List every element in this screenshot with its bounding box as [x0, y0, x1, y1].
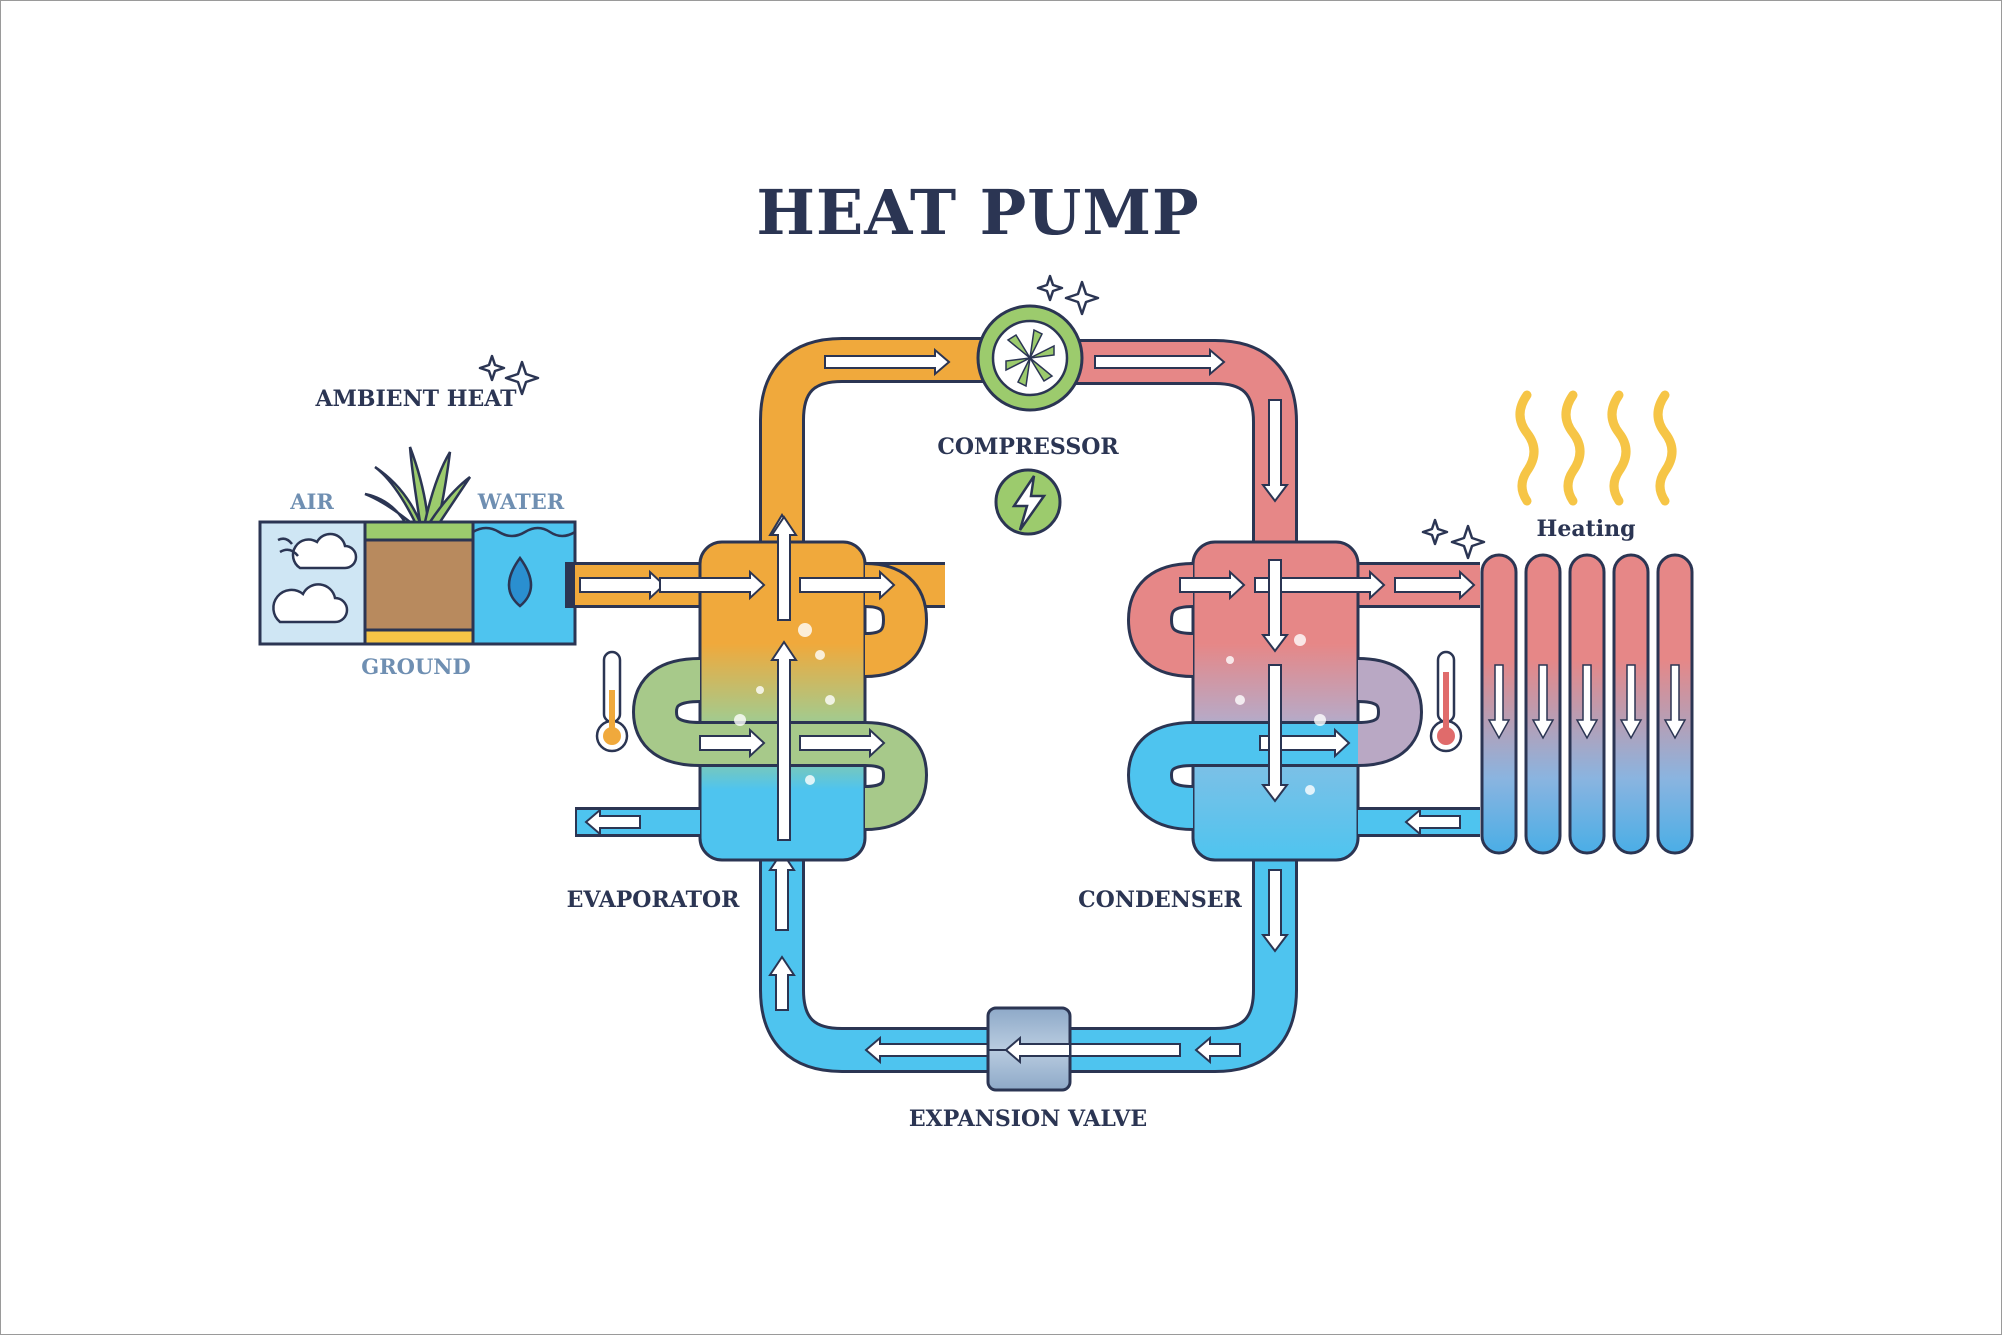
compressor-label: COMPRESSOR: [937, 434, 1119, 460]
heat-source-box: [258, 446, 577, 646]
thermometer-icon: [595, 650, 629, 753]
ambient-heat-label: AMBIENT HEAT: [315, 386, 517, 412]
ground-base: [363, 628, 475, 646]
grass-plant-icon: [364, 446, 472, 524]
cloud-icon: [272, 532, 358, 624]
heating-label: Heating: [1536, 516, 1636, 542]
compressor: [976, 304, 1084, 536]
fan-icon: [1005, 328, 1055, 388]
expansion-valve-label: EXPANSION VALVE: [908, 1106, 1148, 1132]
thermometer-icon: [1429, 650, 1463, 753]
lightning-icon: [994, 468, 1062, 536]
air-label: AIR: [290, 489, 334, 514]
sparkle-icon: [478, 274, 1486, 560]
condenser-unit: [1126, 540, 1480, 862]
water-label: WATER: [477, 489, 565, 514]
condenser-label: CONDENSER: [1078, 887, 1242, 913]
page-title: HEAT PUMP: [756, 176, 1200, 249]
radiator: [1480, 390, 1694, 855]
grass-strip: [363, 520, 475, 542]
heat-waves-icon: [1515, 390, 1677, 506]
evaporator-unit: [565, 515, 945, 862]
flow-arrows: [768, 347, 1289, 1065]
expansion-valve: [986, 1006, 1072, 1092]
evaporator-label: EVAPORATOR: [566, 887, 740, 913]
water-drop-icon: [507, 555, 533, 608]
ground-label: GROUND: [361, 654, 471, 679]
